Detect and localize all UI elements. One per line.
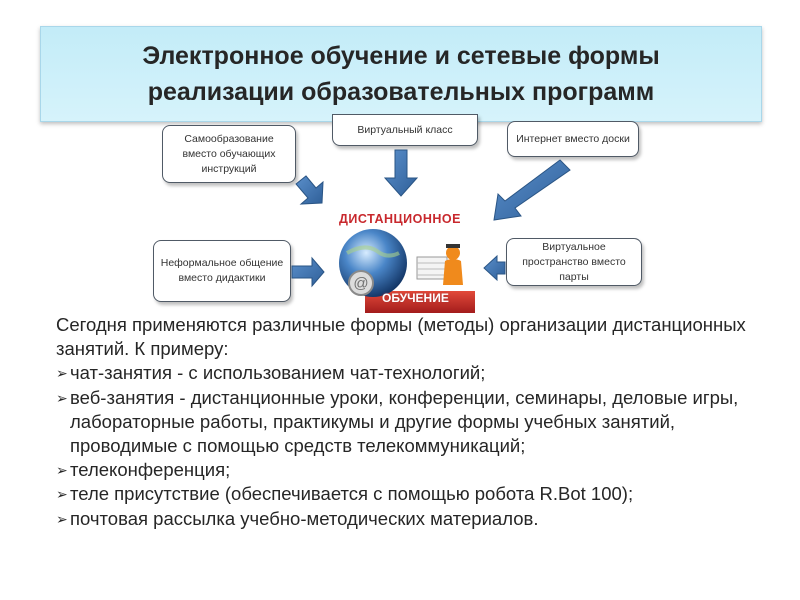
body-text: Сегодня применяются различные формы (мет… xyxy=(56,313,776,531)
bullet-item: ➢ чат-занятия - с использованием чат-тех… xyxy=(56,361,776,385)
arrow-self-education xyxy=(295,175,324,205)
page-title: Электронное обучение и сетевые формы реа… xyxy=(142,42,660,106)
bullet-arrow-icon: ➢ xyxy=(56,510,68,527)
node-virtual-space-label: Виртуальное пространство вместо парты xyxy=(522,240,626,283)
bullet-text: телеконференция; xyxy=(70,459,231,481)
svg-text:@: @ xyxy=(353,275,368,292)
node-informal-label: Неформальное общение вместо дидактики xyxy=(160,257,284,284)
center-title: ДИСТАНЦИОННОЕ xyxy=(339,212,461,226)
bullet-item: ➢ телеконференция; xyxy=(56,458,776,482)
node-internet: Интернет вместо доски xyxy=(507,121,639,157)
bullet-text: веб-занятия - дистанционные уроки, конфе… xyxy=(70,386,739,457)
node-self-education: Самообразование вместо обучающих инструк… xyxy=(162,125,296,183)
bullet-item: ➢ теле присутствие (обеспечивается с пом… xyxy=(56,482,776,506)
bullet-arrow-icon: ➢ xyxy=(56,365,68,382)
node-virtual-class-label: Виртуальный класс xyxy=(357,123,453,136)
node-virtual-class: Виртуальный класс xyxy=(332,114,478,146)
bullet-text: почтовая рассылка учебно-методических ма… xyxy=(70,507,539,529)
distance-learning-image: @ xyxy=(325,213,475,313)
center-subtitle: ОБУЧЕНИЕ xyxy=(382,291,449,305)
node-informal: Неформальное общение вместо дидактики xyxy=(153,240,291,302)
bullet-arrow-icon: ➢ xyxy=(56,462,68,479)
bullet-text: чат-занятия - с использованием чат-техно… xyxy=(70,362,486,384)
intro-paragraph: Сегодня применяются различные формы (мет… xyxy=(56,314,746,360)
arrow-informal xyxy=(291,256,325,288)
node-virtual-space: Виртуальное пространство вместо парты xyxy=(506,238,642,286)
arrow-virtual-space xyxy=(483,254,506,282)
arrow-virtual-class xyxy=(383,149,419,197)
arrow-internet xyxy=(493,159,571,221)
node-internet-label: Интернет вместо доски xyxy=(516,132,630,145)
bullet-item: ➢ веб-занятия - дистанционные уроки, кон… xyxy=(56,386,776,459)
bullet-arrow-icon: ➢ xyxy=(56,486,68,503)
bullet-text: теле присутствие (обеспечивается с помощ… xyxy=(70,483,634,505)
bullet-arrow-icon: ➢ xyxy=(56,389,68,406)
title-banner: Электронное обучение и сетевые формы реа… xyxy=(40,26,762,122)
bullet-item: ➢ почтовая рассылка учебно-методических … xyxy=(56,507,776,531)
node-self-education-label: Самообразование вместо обучающих инструк… xyxy=(182,132,276,175)
